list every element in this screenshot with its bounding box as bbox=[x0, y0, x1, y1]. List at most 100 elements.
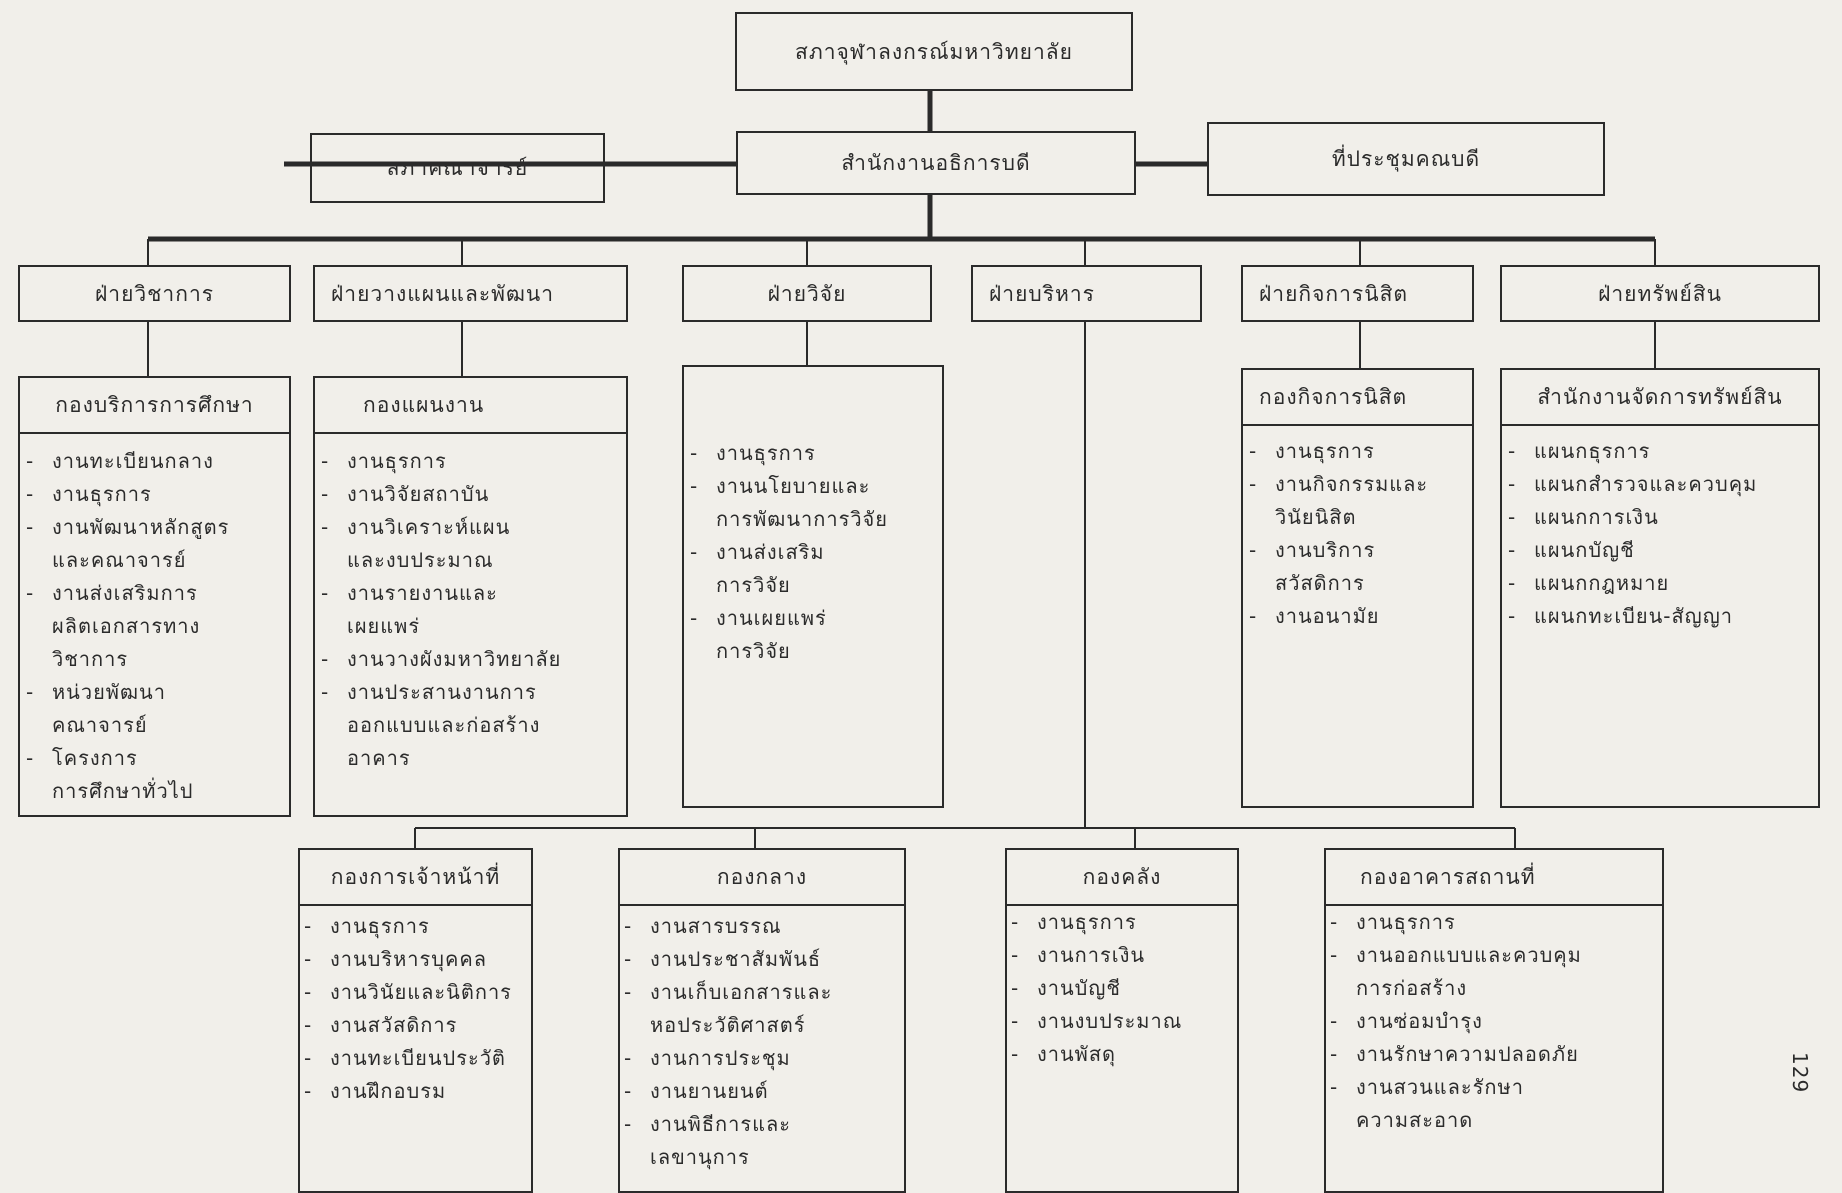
division-label: ฝ่ายทรัพย์สิน bbox=[1598, 281, 1722, 306]
list-item: งานอนามัย bbox=[1245, 600, 1473, 633]
list-item: งานประสานงานการ ออกแบบและก่อสร้าง อาคาร bbox=[317, 676, 627, 775]
list-item: โครงการ การศึกษาทั่วไป bbox=[22, 742, 290, 808]
bureau-task-list: งานทะเบียนกลาง งานธุรการ งานพัฒนาหลักสูต… bbox=[22, 445, 290, 808]
list-item: งานสวัสดิการ bbox=[300, 1009, 532, 1042]
president-office-box: สำนักงานอธิการบดี bbox=[736, 131, 1136, 195]
list-item: งานสวนและรักษา ความสะอาด bbox=[1326, 1071, 1662, 1137]
list-item: งานธุรการ bbox=[686, 437, 942, 470]
list-item: งานวางผังมหาวิทยาลัย bbox=[317, 643, 627, 676]
list-item: งานธุรการ bbox=[317, 445, 627, 478]
list-item: งานวินัยและนิติการ bbox=[300, 976, 532, 1009]
bureau-title: กองกิจการนิสิต bbox=[1259, 385, 1408, 409]
bureau-task-list: งานธุรการ งานการเงิน งานบัญชี งานงบประมา… bbox=[1007, 906, 1237, 1071]
faculty-senate-label: สภาคณาจารย์ bbox=[386, 156, 529, 180]
list-item: งานบัญชี bbox=[1007, 972, 1237, 1005]
list-item: งานรักษาความปลอดภัย bbox=[1326, 1038, 1662, 1071]
list-item: งานวิเคราะห์แผน และงบประมาณ bbox=[317, 511, 627, 577]
bureau-title: กองแผนงาน bbox=[363, 393, 485, 417]
list-item: งานการเงิน bbox=[1007, 939, 1237, 972]
research-task-list: งานธุรการ งานนโยบายและ การพัฒนาการวิจัย … bbox=[686, 437, 942, 668]
page-number: 129 bbox=[1788, 1052, 1812, 1094]
bureau-title-box: กองกลาง bbox=[618, 848, 906, 906]
division-label: ฝ่ายบริหาร bbox=[989, 281, 1095, 306]
bureau-title: กองกลาง bbox=[716, 865, 808, 889]
bureau-title: สำนักงานจัดการทรัพย์สิน bbox=[1537, 385, 1783, 409]
list-item: งานซ่อมบำรุง bbox=[1326, 1005, 1662, 1038]
list-item: แผนกการเงิน bbox=[1504, 501, 1819, 534]
division-planning: ฝ่ายวางแผนและพัฒนา bbox=[313, 265, 628, 322]
bureau-task-list: งานธุรการ งานบริหารบุคคล งานวินัยและนิติ… bbox=[300, 910, 532, 1108]
list-item: งานธุรการ bbox=[1007, 906, 1237, 939]
bureau-title-box: สำนักงานจัดการทรัพย์สิน bbox=[1500, 368, 1820, 426]
bureau-title-box: กองแผนงาน bbox=[313, 376, 628, 434]
list-item: งานเก็บเอกสารและ หอประวัติศาสตร์ bbox=[620, 976, 904, 1042]
list-item: งานยานยนต์ bbox=[620, 1075, 904, 1108]
division-property: ฝ่ายทรัพย์สิน bbox=[1500, 265, 1820, 322]
bureau-title: กองอาคารสถานที่ bbox=[1360, 865, 1536, 889]
list-item: งานประชาสัมพันธ์ bbox=[620, 943, 904, 976]
bureau-title: กองการเจ้าหน้าที่ bbox=[330, 865, 501, 889]
bureau-title-box: กองกิจการนิสิต bbox=[1241, 368, 1474, 426]
bureau-task-list: งานธุรการ งานออกแบบและควบคุม การก่อสร้าง… bbox=[1326, 906, 1662, 1137]
list-item: งานเผยแพร่ การวิจัย bbox=[686, 602, 942, 668]
division-research: ฝ่ายวิจัย bbox=[682, 265, 932, 322]
faculty-senate-box: สภาคณาจารย์ bbox=[310, 133, 605, 203]
list-item: งานธุรการ bbox=[300, 910, 532, 943]
bureau-educational-services: กองบริการการศึกษา bbox=[18, 376, 291, 817]
list-item: งานพัสดุ bbox=[1007, 1038, 1237, 1071]
division-label: ฝ่ายวิชาการ bbox=[94, 281, 215, 306]
list-item: งานพิธีการและ เลขานุการ bbox=[620, 1108, 904, 1174]
list-item: งานบริการ สวัสดิการ bbox=[1245, 534, 1473, 600]
list-item: งานสารบรรณ bbox=[620, 910, 904, 943]
bureau-task-list: งานธุรการ งานกิจกรรมและ วินัยนิสิต งานบร… bbox=[1245, 435, 1473, 633]
list-item: งานฝึกอบรม bbox=[300, 1075, 532, 1108]
list-item: งานพัฒนาหลักสูตร และคณาจารย์ bbox=[22, 511, 290, 577]
list-item: งานรายงานและ เผยแพร่ bbox=[317, 577, 627, 643]
deans-meeting-label: ที่ประชุมคณบดี bbox=[1331, 147, 1481, 171]
list-item: แผนกธุรการ bbox=[1504, 435, 1819, 468]
list-item: งานทะเบียนกลาง bbox=[22, 445, 290, 478]
division-administration: ฝ่ายบริหาร bbox=[971, 265, 1202, 322]
bureau-title-box: กองบริการการศึกษา bbox=[18, 376, 291, 434]
university-council-box: สภาจุฬาลงกรณ์มหาวิทยาลัย bbox=[735, 12, 1133, 91]
bureau-task-list: แผนกธุรการ แผนกสำรวจและควบคุม แผนกการเงิ… bbox=[1504, 435, 1819, 633]
list-item: แผนกสำรวจและควบคุม bbox=[1504, 468, 1819, 501]
list-item: งานส่งเสริม การวิจัย bbox=[686, 536, 942, 602]
property-management-office: สำนักงานจัดการทรัพย์สิน bbox=[1500, 368, 1820, 808]
list-item: งานธุรการ bbox=[1245, 435, 1473, 468]
list-item: งานบริหารบุคคล bbox=[300, 943, 532, 976]
list-item: งานงบประมาณ bbox=[1007, 1005, 1237, 1038]
university-council-label: สภาจุฬาลงกรณ์มหาวิทยาลัย bbox=[795, 39, 1073, 64]
bureau-task-list: งานสารบรรณ งานประชาสัมพันธ์ งานเก็บเอกสา… bbox=[620, 910, 904, 1174]
list-item: หน่วยพัฒนา คณาจารย์ bbox=[22, 676, 290, 742]
list-item: งานวิจัยสถาบัน bbox=[317, 478, 627, 511]
list-item: งานการประชุม bbox=[620, 1042, 904, 1075]
bureau-title-box: กองอาคารสถานที่ bbox=[1324, 848, 1664, 906]
division-academic: ฝ่ายวิชาการ bbox=[18, 265, 291, 322]
list-item: แผนกกฎหมาย bbox=[1504, 567, 1819, 600]
list-item: งานธุรการ bbox=[1326, 906, 1662, 939]
research-tasks-box bbox=[682, 365, 944, 808]
division-student-affairs: ฝ่ายกิจการนิสิต bbox=[1241, 265, 1474, 322]
bureau-student-affairs: กองกิจการนิสิต bbox=[1241, 368, 1474, 808]
division-label: ฝ่ายวิจัย bbox=[767, 281, 847, 306]
division-label: ฝ่ายวางแผนและพัฒนา bbox=[331, 281, 555, 306]
list-item: แผนกทะเบียน-สัญญา bbox=[1504, 600, 1819, 633]
list-item: แผนกบัญชี bbox=[1504, 534, 1819, 567]
president-office-label: สำนักงานอธิการบดี bbox=[841, 151, 1031, 175]
bureau-title: กองคลัง bbox=[1082, 865, 1162, 889]
deans-meeting-box: ที่ประชุมคณบดี bbox=[1207, 122, 1605, 196]
list-item: งานธุรการ bbox=[22, 478, 290, 511]
list-item: งานทะเบียนประวัติ bbox=[300, 1042, 532, 1075]
bureau-title-box: กองคลัง bbox=[1005, 848, 1239, 906]
list-item: งานออกแบบและควบคุม การก่อสร้าง bbox=[1326, 939, 1662, 1005]
bureau-planning: กองแผนงาน bbox=[313, 376, 628, 817]
division-label: ฝ่ายกิจการนิสิต bbox=[1259, 281, 1409, 306]
list-item: งานนโยบายและ การพัฒนาการวิจัย bbox=[686, 470, 942, 536]
bureau-title: กองบริการการศึกษา bbox=[55, 393, 254, 417]
bureau-title-box: กองการเจ้าหน้าที่ bbox=[298, 848, 533, 906]
list-item: งานกิจกรรมและ วินัยนิสิต bbox=[1245, 468, 1473, 534]
bureau-task-list: งานธุรการ งานวิจัยสถาบัน งานวิเคราะห์แผน… bbox=[317, 445, 627, 775]
